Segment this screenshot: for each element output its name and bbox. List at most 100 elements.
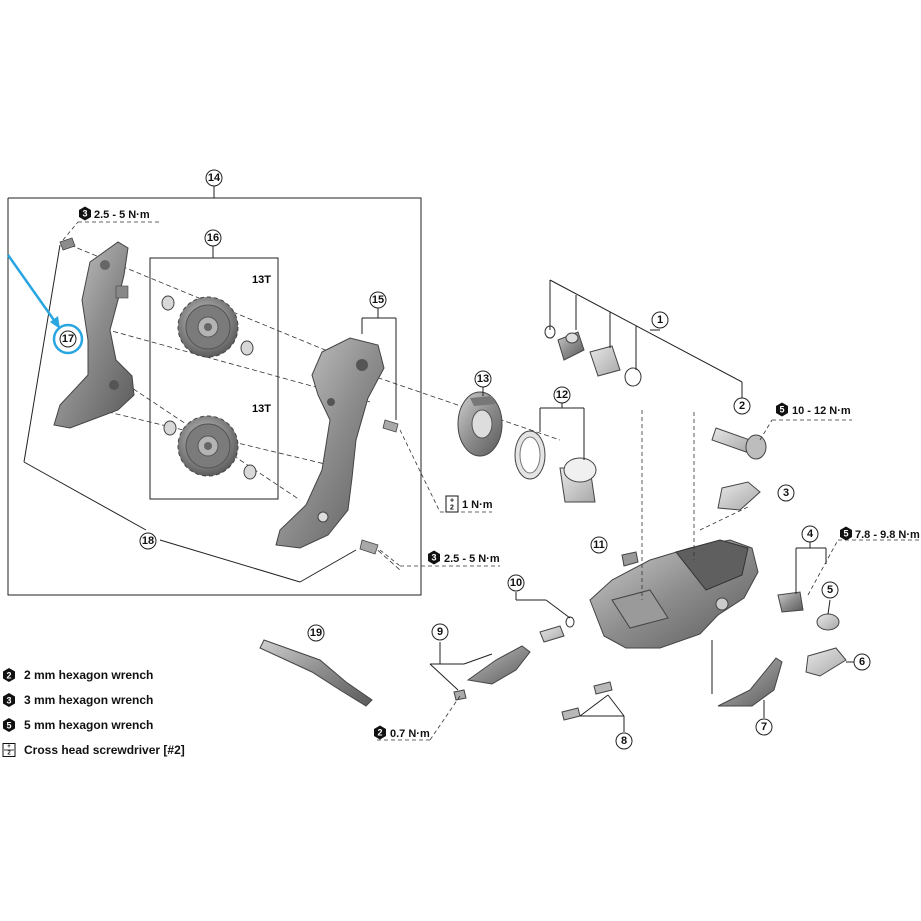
svg-text:2: 2 xyxy=(739,400,745,412)
leader-18 xyxy=(23,244,357,583)
callout-7: 7 xyxy=(755,718,773,736)
torque-b-tension: 5 7.8 - 9.8 N·m xyxy=(840,526,920,541)
svg-text:7.8 - 9.8 N·m: 7.8 - 9.8 N·m xyxy=(855,529,920,541)
svg-text:18: 18 xyxy=(142,535,154,547)
legend-row-screwdriver: + 2 Cross head screwdriver [#2] xyxy=(2,737,222,762)
callout-19: 19 xyxy=(307,624,325,642)
legend-row-hex2: 2 2 mm hexagon wrench xyxy=(2,662,222,687)
callout-12: 12 xyxy=(553,386,571,404)
callout-15: 15 xyxy=(369,291,387,309)
tool-legend: 2 2 mm hexagon wrench 3 3 mm hexagon wre… xyxy=(2,662,222,762)
callout-13: 13 xyxy=(474,370,492,388)
svg-text:2: 2 xyxy=(7,750,11,756)
svg-text:11: 11 xyxy=(593,539,605,551)
svg-text:16: 16 xyxy=(207,232,219,244)
callout-17: 17 xyxy=(59,330,77,348)
torque-mount-bolt: 5 10 - 12 N·m xyxy=(776,402,851,417)
svg-text:10 - 12 N·m: 10 - 12 N·m xyxy=(792,405,851,417)
callout-6: 6 xyxy=(853,653,871,671)
lower-pulley-teeth: 13T xyxy=(252,403,271,415)
svg-text:5: 5 xyxy=(6,720,11,730)
torque-cable-fix: 2 0.7 N·m xyxy=(374,725,430,740)
callout-18: 18 xyxy=(139,532,157,550)
callout-14: 14 xyxy=(205,169,223,187)
b-tension-plate-13[interactable] xyxy=(457,391,503,457)
plate-bolt xyxy=(59,237,76,251)
svg-text:12: 12 xyxy=(556,389,568,401)
screws-8[interactable] xyxy=(561,681,613,721)
leader-8 xyxy=(579,694,625,732)
svg-text:2: 2 xyxy=(450,505,454,512)
hex5-badge-icon: 5 xyxy=(3,717,15,732)
pulley-washers xyxy=(161,295,257,480)
screwdriver-badge-icon: + 2 xyxy=(2,742,16,757)
svg-text:3: 3 xyxy=(82,209,87,219)
callout-4: 4 xyxy=(801,525,819,543)
svg-text:10: 10 xyxy=(510,577,522,589)
svg-text:17: 17 xyxy=(62,333,74,345)
legend-row-hex3: 3 3 mm hexagon wrench xyxy=(2,687,222,712)
hex2-badge-icon: 2 xyxy=(3,667,15,682)
outer-plate-17[interactable] xyxy=(53,241,135,429)
svg-text:2: 2 xyxy=(377,728,382,738)
svg-text:3: 3 xyxy=(783,487,789,499)
svg-text:3: 3 xyxy=(431,553,436,563)
fix-screw xyxy=(453,689,467,701)
highlight-17 xyxy=(6,254,84,355)
svg-text:0.7 N·m: 0.7 N·m xyxy=(390,728,430,740)
legend-label: 5 mm hexagon wrench xyxy=(24,717,154,732)
svg-text:15: 15 xyxy=(372,294,384,306)
pulley-box-16 xyxy=(149,246,279,500)
cable-tool-19[interactable] xyxy=(259,639,373,707)
svg-text:3: 3 xyxy=(6,695,11,705)
torque-plate-bolt: 3 2.5 - 5 N·m xyxy=(79,206,150,221)
callout-11: 11 xyxy=(590,536,608,554)
svg-text:+: + xyxy=(450,498,454,505)
svg-text:2.5 - 5 N·m: 2.5 - 5 N·m xyxy=(444,553,500,565)
lower-pulley-icon[interactable] xyxy=(177,415,239,477)
cable-stop-11[interactable] xyxy=(621,551,639,567)
svg-text:19: 19 xyxy=(310,627,322,639)
svg-text:1: 1 xyxy=(657,314,663,326)
svg-text:13: 13 xyxy=(477,373,489,385)
svg-text:7: 7 xyxy=(761,721,767,733)
svg-text:2: 2 xyxy=(6,670,11,680)
svg-text:5: 5 xyxy=(779,405,784,415)
assembly-box-14 xyxy=(7,185,422,596)
legend-label: Cross head screwdriver [#2] xyxy=(24,742,185,757)
pin-10[interactable] xyxy=(539,616,575,643)
svg-text:8: 8 xyxy=(621,735,627,747)
callout-2: 2 xyxy=(733,397,751,415)
cover-3[interactable] xyxy=(717,481,761,511)
hex3-badge-icon: 3 xyxy=(3,692,15,707)
svg-text:1 N·m: 1 N·m xyxy=(462,499,493,511)
cage-screws xyxy=(359,419,399,555)
cover-6[interactable] xyxy=(805,647,847,677)
svg-text:5: 5 xyxy=(843,529,848,539)
inner-plate-15[interactable] xyxy=(275,337,385,549)
callout-9: 9 xyxy=(431,623,449,641)
upper-pulley-teeth: 13T xyxy=(252,274,271,286)
mount-bolt-2[interactable] xyxy=(711,427,767,460)
leader-1 xyxy=(549,279,743,398)
upper-pulley-icon[interactable] xyxy=(177,296,239,358)
callout-10: 10 xyxy=(507,574,525,592)
callouts: 14 16 15 17 18 13 12 1 2 3 4 5 6 7 8 9 1… xyxy=(59,169,871,750)
svg-text:9: 9 xyxy=(437,626,443,638)
guard-7[interactable] xyxy=(717,657,783,707)
leader-7 xyxy=(711,640,765,718)
mount-parts-1[interactable] xyxy=(544,325,642,387)
derailleur-body[interactable] xyxy=(589,539,759,649)
torque-cover-screw: + 2 1 N·m xyxy=(445,495,493,513)
cable-guide-9[interactable] xyxy=(466,645,531,685)
torque-leaders xyxy=(62,221,921,741)
bushing-12[interactable] xyxy=(514,430,597,503)
legend-label: 2 mm hexagon wrench xyxy=(24,667,154,682)
svg-text:14: 14 xyxy=(208,172,221,184)
callout-8: 8 xyxy=(615,732,633,750)
svg-text:4: 4 xyxy=(807,528,814,540)
callout-1: 1 xyxy=(651,311,669,329)
leader-10 xyxy=(515,592,571,619)
svg-text:+: + xyxy=(7,744,11,750)
